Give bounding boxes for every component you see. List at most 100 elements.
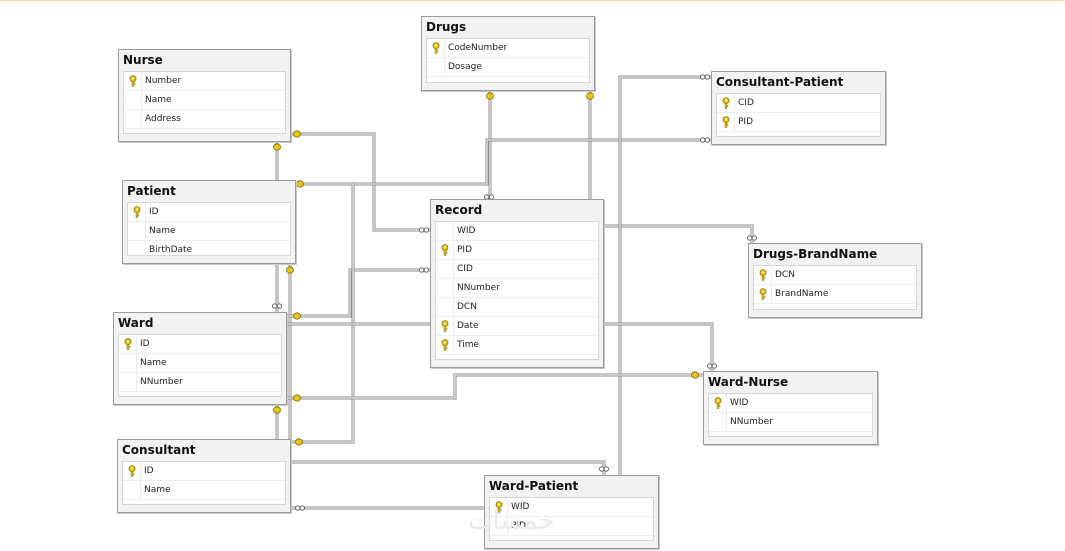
relationship-line-inner[interactable] xyxy=(291,461,605,475)
relationship-line[interactable] xyxy=(291,182,355,444)
column-row[interactable]: BrandName xyxy=(754,285,916,304)
row-selector xyxy=(119,335,137,353)
row-selector xyxy=(123,462,141,480)
column-row[interactable]: WID xyxy=(709,394,872,413)
relationship-line-inner[interactable] xyxy=(291,183,354,443)
column-row[interactable]: DCN xyxy=(754,266,916,285)
column-row[interactable]: CodeNumber xyxy=(427,39,589,58)
relationship-line-inner[interactable] xyxy=(604,323,713,371)
relationship-key-end-icon xyxy=(296,180,304,188)
table-title: Record xyxy=(435,203,483,217)
column-row[interactable]: WID xyxy=(436,222,598,241)
primary-key-icon xyxy=(722,116,730,128)
column-name: PID xyxy=(738,117,754,127)
column-name: Name xyxy=(144,485,171,495)
relationship-key-end-icon xyxy=(273,406,281,414)
relationship-line-inner[interactable] xyxy=(604,225,753,243)
column-name: NNumber xyxy=(457,283,500,293)
column-row[interactable]: PID xyxy=(490,517,653,536)
column-name: ID xyxy=(140,339,150,349)
row-selector xyxy=(436,260,454,278)
primary-key-icon xyxy=(441,244,449,256)
table-title: Drugs xyxy=(426,20,467,34)
row-selector xyxy=(128,203,146,221)
row-selector xyxy=(717,113,735,131)
relationship-line-inner[interactable] xyxy=(291,133,430,231)
relationship-many-end-icon xyxy=(599,466,609,472)
column-name: ID xyxy=(144,466,154,476)
primary-key-icon xyxy=(133,206,141,218)
relationship-line[interactable] xyxy=(618,75,711,475)
column-row[interactable]: ID xyxy=(123,462,285,481)
primary-key-icon xyxy=(495,501,503,513)
column-row[interactable]: Date xyxy=(436,317,598,336)
column-row[interactable]: WID xyxy=(490,498,653,517)
column-row[interactable]: NNumber xyxy=(436,279,598,298)
column-row[interactable]: PID xyxy=(436,241,598,260)
column-row[interactable]: Address xyxy=(124,110,285,129)
column-row[interactable]: BirthDate xyxy=(128,241,290,260)
relationship-line[interactable] xyxy=(297,138,711,186)
table-title: Patient xyxy=(127,184,176,198)
column-row[interactable]: NNumber xyxy=(119,373,281,392)
row-selector xyxy=(709,413,727,431)
row-selector xyxy=(709,394,727,412)
relationship-many-end-icon xyxy=(272,303,282,309)
column-name: Name xyxy=(140,358,167,368)
relationship-key-end-icon xyxy=(293,394,301,402)
column-row[interactable]: Name xyxy=(119,354,281,373)
relationship-line[interactable] xyxy=(291,132,430,232)
relationship-many-end-icon xyxy=(700,137,710,143)
relationship-line-inner[interactable] xyxy=(287,269,430,317)
table-title: Nurse xyxy=(123,53,163,67)
column-row[interactable]: PID xyxy=(717,113,880,132)
relationship-line[interactable] xyxy=(604,224,754,243)
column-row[interactable]: Number xyxy=(124,72,285,91)
primary-key-icon xyxy=(124,338,132,350)
table-title: Consultant-Patient xyxy=(716,75,844,89)
column-row[interactable]: CID xyxy=(436,260,598,279)
relationship-line[interactable] xyxy=(287,373,703,400)
column-row[interactable]: Name xyxy=(128,222,290,241)
relationship-line[interactable] xyxy=(291,460,606,475)
relationship-line-inner[interactable] xyxy=(297,139,711,185)
primary-key-icon xyxy=(441,339,449,351)
row-selector xyxy=(124,110,142,128)
column-row[interactable]: DCN xyxy=(436,298,598,317)
column-row[interactable]: Dosage xyxy=(427,58,589,77)
column-row[interactable]: CID xyxy=(717,94,880,113)
column-name: ID xyxy=(149,207,159,217)
column-row[interactable]: ID xyxy=(128,203,290,222)
column-name: WID xyxy=(730,398,749,408)
column-name: NNumber xyxy=(730,417,773,427)
row-selector xyxy=(128,222,146,240)
primary-key-icon xyxy=(759,269,767,281)
column-row[interactable]: Name xyxy=(124,91,285,110)
column-row[interactable]: ID xyxy=(119,335,281,354)
column-row[interactable]: NNumber xyxy=(709,413,872,432)
column-row[interactable]: Name xyxy=(123,481,285,500)
relationship-line-inner[interactable] xyxy=(619,76,711,475)
relationship-many-end-icon xyxy=(295,505,305,511)
primary-key-icon xyxy=(129,75,137,87)
relationship-many-end-icon xyxy=(707,363,717,369)
row-selector xyxy=(490,517,508,535)
relationship-line[interactable] xyxy=(287,268,430,318)
column-row[interactable]: Time xyxy=(436,336,598,355)
column-name: DCN xyxy=(457,302,477,312)
row-selector xyxy=(427,58,445,76)
relationship-line-inner[interactable] xyxy=(287,374,703,399)
